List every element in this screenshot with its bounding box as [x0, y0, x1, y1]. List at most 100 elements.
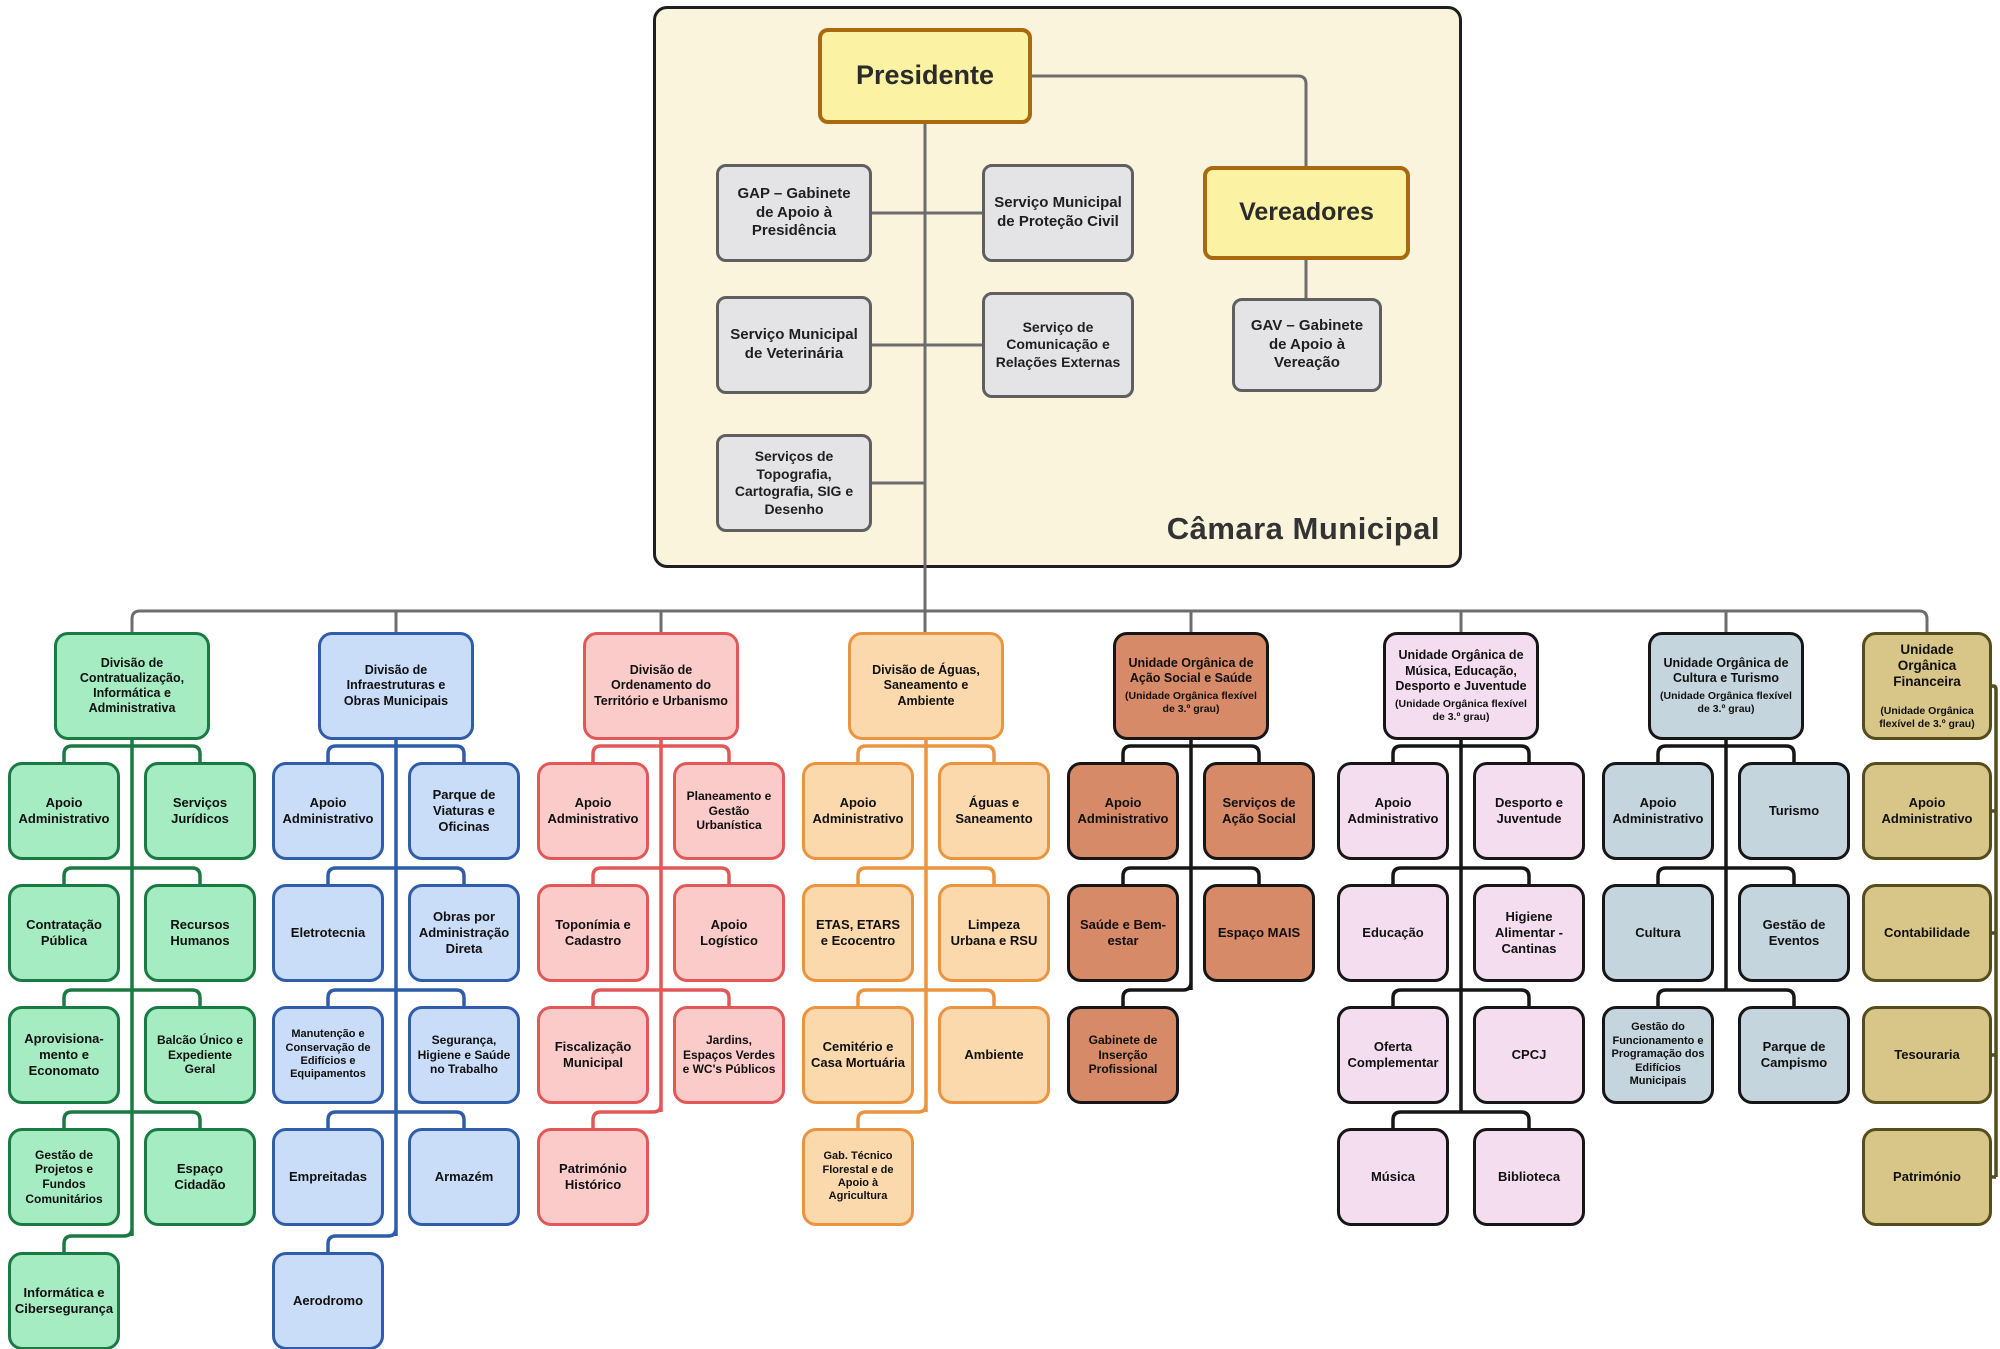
org-node-label: Turismo [1768, 803, 1820, 819]
org-column: Unidade Orgânica de Ação Social e Saúde (… [1067, 632, 1315, 1349]
org-node-label: Cemitério e Casa Mortuária [811, 1039, 905, 1070]
node-topografia: Serviços de Topografia, Cartografia, SIG… [716, 434, 872, 532]
org-column: Divisão de Contratualização, Informática… [8, 632, 256, 1349]
org-column: Unidade Orgânica de Cultura e Turismo (Un… [1602, 632, 1850, 1349]
node-vereadores: Vereadores [1203, 166, 1410, 260]
org-node-label: Património Histórico [559, 1161, 627, 1192]
org-node-label: Gabinete de Inserção Profissional [1088, 1033, 1158, 1077]
org-node-label: Espaço Cidadão [174, 1161, 226, 1192]
org-column-connectors [1391, 740, 1531, 1128]
org-node: Contratação Pública [8, 884, 120, 982]
org-node: Gestão do Funcionamento e Programação do… [1602, 1006, 1714, 1104]
org-node: Cultura [1602, 884, 1714, 982]
org-node-label: Apoio Administrativo [1077, 795, 1169, 826]
org-node-label: Biblioteca [1497, 1169, 1561, 1185]
org-node-label: Gestão do Funcionamento e Programação do… [1611, 1021, 1705, 1088]
org-node: Jardins, Espaços Verdes e WC's Públicos [673, 1006, 785, 1104]
org-node: Eletrotecnia [272, 884, 384, 982]
org-node-label: Cultura [1635, 925, 1681, 941]
node-veterinaria: Serviço Municipal de Veterinária [716, 296, 872, 394]
org-column-header: Divisão de Ordenamento do Território e U… [583, 632, 739, 740]
org-node: Fiscalização Municipal [537, 1006, 649, 1104]
org-node: Águas e Saneamento [938, 762, 1050, 860]
org-node-label: Apoio Administrativo [547, 795, 639, 826]
camara-title: Câmara Municipal [1166, 511, 1440, 546]
org-node: Contabilidade [1862, 884, 1992, 982]
org-node: CPCJ [1473, 1006, 1585, 1104]
org-node-label: Apoio Administrativo [1881, 795, 1973, 826]
org-node: Aprovisiona-mento e Economato [8, 1006, 120, 1104]
org-node-label: Recursos Humanos [170, 917, 230, 948]
org-node-label: Oferta Complementar [1347, 1039, 1439, 1070]
comunicacao-label: Serviço de Comunicação e Relações Extern… [995, 318, 1121, 370]
org-column: Divisão de Infraestruturas e Obras Munic… [272, 632, 520, 1349]
org-node-label: CPCJ [1511, 1047, 1547, 1063]
org-node-label: Balcão Único e Expediente Geral [156, 1033, 244, 1077]
org-column-title: Unidade Orgânica de Ação Social e Saúde [1128, 655, 1254, 686]
org-node-label: Parque de Campismo [1760, 1039, 1828, 1070]
org-node: Espaço MAIS [1203, 884, 1315, 982]
org-node: Serviços Jurídicos [144, 762, 256, 860]
org-node-label: Apoio Administrativo [1347, 795, 1439, 826]
org-node-label: Contratação Pública [26, 917, 102, 948]
org-node: Serviços de Ação Social [1203, 762, 1315, 860]
org-node: Parque de Viaturas e Oficinas [408, 762, 520, 860]
org-column-header: Divisão de Contratualização, Informática… [54, 632, 210, 740]
org-node-label: Águas e Saneamento [955, 795, 1033, 826]
org-node: Gestão de Eventos [1738, 884, 1850, 982]
org-node: Turismo [1738, 762, 1850, 860]
org-node: Apoio Administrativo [1862, 762, 1992, 860]
org-node: Apoio Administrativo [8, 762, 120, 860]
org-node-label: Espaço MAIS [1217, 925, 1301, 941]
org-column: Divisão de Ordenamento do Território e U… [537, 632, 785, 1349]
gap-label: GAP – Gabinete de Apoio à Presidência [737, 184, 851, 240]
org-column-connectors [1656, 740, 1796, 1006]
org-node: Saúde e Bem-estar [1067, 884, 1179, 982]
org-node-label: Eletrotecnia [290, 925, 366, 941]
protecao-civil-label: Serviço Municipal de Proteção Civil [994, 194, 1122, 230]
org-node: Cemitério e Casa Mortuária [802, 1006, 914, 1104]
org-column-header: Unidade Orgânica de Cultura e Turismo (Un… [1648, 632, 1804, 740]
org-node-label: Manutenção e Conservação de Edifícios e … [285, 1028, 371, 1081]
org-node-label: Gestão de Eventos [1762, 917, 1826, 948]
org-node-label: Gestão de Projetos e Fundos Comunitários [25, 1147, 103, 1206]
org-column-header: Divisão de Infraestruturas e Obras Munic… [318, 632, 474, 740]
org-node: Apoio Administrativo [1067, 762, 1179, 860]
org-node-label: Desporto e Juventude [1495, 795, 1563, 826]
org-node: Informática e Cibersegurança [8, 1252, 120, 1349]
org-node-label: Património [1893, 1169, 1961, 1185]
veterinaria-label: Serviço Municipal de Veterinária [730, 326, 858, 362]
org-node-label: Aprovisiona-mento e Economato [24, 1031, 104, 1078]
org-column: Unidade Orgânica Financeira (Unidade Orgâ… [1862, 632, 2000, 1349]
org-node-label: Apoio Administrativo [18, 795, 110, 826]
org-column-connectors [326, 740, 466, 1252]
org-node: Apoio Administrativo [1337, 762, 1449, 860]
node-presidente: Presidente [818, 28, 1032, 124]
gav-label: GAV – Gabinete de Apoio à Vereação [1250, 316, 1364, 372]
org-column-title: Unidade Orgânica de Cultura e Turismo [1663, 655, 1789, 686]
org-node-label: Armazém [434, 1169, 494, 1185]
org-column-connectors [1121, 740, 1261, 1006]
org-column-header: Unidade Orgânica Financeira (Unidade Orgâ… [1862, 632, 1992, 740]
org-node-label: Serviços Jurídicos [171, 795, 229, 826]
org-node-label: Apoio Administrativo [1612, 795, 1704, 826]
org-node: Tesouraria [1862, 1006, 1992, 1104]
org-node: Empreitadas [272, 1128, 384, 1226]
vereadores-label: Vereadores [1239, 198, 1374, 227]
org-column-title: Unidade Orgânica Financeira [1893, 641, 1961, 690]
org-column-subtitle: (Unidade Orgânica flexível de 3.º grau) [1125, 690, 1257, 716]
org-node: Gabinete de Inserção Profissional [1067, 1006, 1179, 1104]
node-comunicacao: Serviço de Comunicação e Relações Extern… [982, 292, 1134, 398]
org-node-label: Segurança, Higiene e Saúde no Trabalho [417, 1033, 511, 1077]
org-node: Armazém [408, 1128, 520, 1226]
org-node-label: Aerodromo [292, 1293, 364, 1309]
org-node-label: Fiscalização Municipal [554, 1039, 632, 1070]
org-column-subtitle: (Unidade Orgânica flexível de 3.º grau) [1879, 704, 1975, 730]
org-node: Balcão Único e Expediente Geral [144, 1006, 256, 1104]
org-column-subtitle: (Unidade Orgânica flexível de 3.º grau) [1660, 690, 1792, 716]
org-node: Apoio Administrativo [802, 762, 914, 860]
org-node-label: Educação [1362, 925, 1424, 941]
org-node: Parque de Campismo [1738, 1006, 1850, 1104]
